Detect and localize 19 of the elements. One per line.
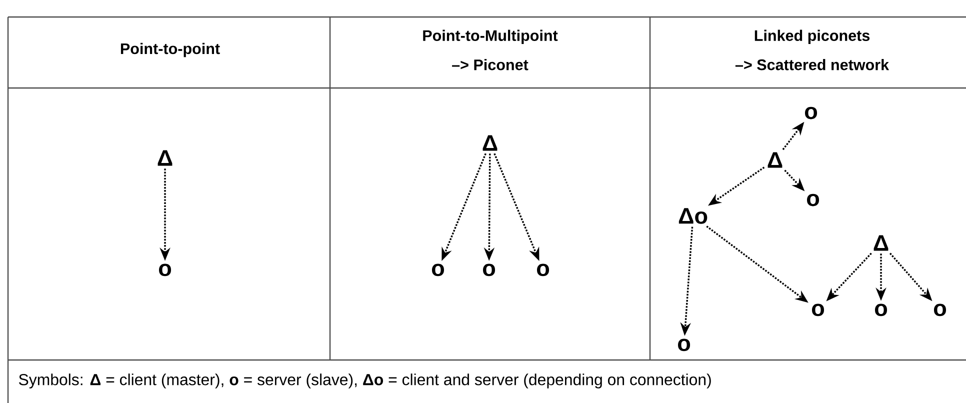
symbol: o: [812, 304, 824, 316]
symbol: Δ: [768, 152, 782, 168]
symbol: Δ: [874, 235, 888, 251]
symbol: o: [537, 264, 550, 276]
symbol: o: [678, 338, 690, 352]
symbol: Δo: [678, 208, 708, 224]
symbol: o: [432, 264, 444, 276]
column-header: Linked piconets –> Scattered network: [735, 30, 890, 70]
symbol: Δ: [158, 150, 172, 166]
symbol-legend: Symbols: Δ = client (master), o = server (slave), Δo = client and server (depending on connection): [19, 374, 711, 388]
symbol: o: [807, 194, 820, 206]
symbol: o: [159, 264, 172, 276]
symbol: Δ: [482, 135, 498, 151]
column-header: Point-to-Multipoint –> Piconet: [423, 30, 558, 70]
symbol: o: [804, 106, 818, 120]
symbol: o: [874, 304, 888, 316]
column-header: Point-to-point: [120, 42, 220, 58]
symbol: o: [934, 304, 946, 316]
symbol: o: [483, 264, 496, 276]
